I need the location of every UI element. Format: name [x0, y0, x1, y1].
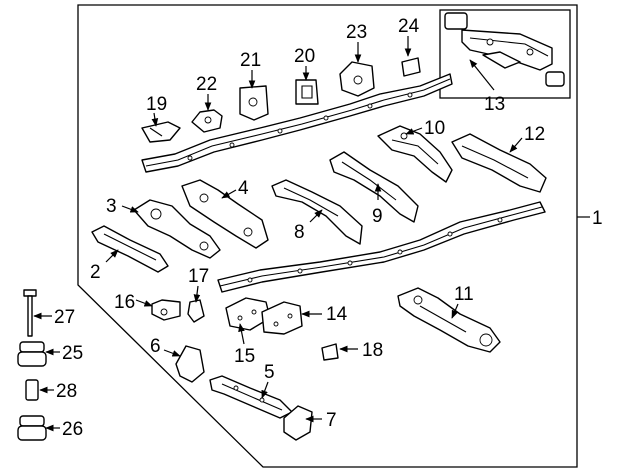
- callout-26: 26: [62, 419, 83, 440]
- leader-2: [105, 249, 119, 263]
- leader-8: [309, 209, 323, 223]
- leader-13: [469, 59, 495, 91]
- callout-24: 24: [398, 16, 420, 37]
- part-14-bracket[interactable]: [261, 301, 303, 335]
- part-3-crossmember[interactable]: [133, 199, 221, 259]
- part-9-crossmember[interactable]: [329, 151, 419, 223]
- callout-8: 8: [294, 222, 305, 243]
- callout-12: 12: [524, 124, 545, 145]
- callout-16: 16: [114, 292, 135, 313]
- part-17-bracket[interactable]: [187, 299, 205, 323]
- part-18-bracket[interactable]: [321, 343, 339, 361]
- part-8-crossmember[interactable]: [271, 179, 363, 245]
- callout-3: 3: [106, 196, 117, 217]
- part-6-bracket[interactable]: [175, 345, 205, 383]
- part-5-crossmember[interactable]: [209, 375, 293, 419]
- callout-19: 19: [146, 94, 167, 115]
- part-13-crossmember[interactable]: [444, 12, 565, 87]
- part-24-bracket[interactable]: [401, 57, 421, 77]
- leader-16: [135, 299, 153, 307]
- callout-14: 14: [326, 304, 348, 325]
- part-21-bracket[interactable]: [239, 85, 269, 121]
- leader-15: [238, 323, 245, 345]
- leader-19: [151, 112, 159, 127]
- callout-10: 10: [424, 118, 445, 139]
- part-7-bracket[interactable]: [283, 405, 313, 441]
- leader-5: [261, 381, 269, 399]
- part-16-bushing[interactable]: [151, 299, 181, 321]
- callout-9: 9: [372, 206, 383, 227]
- assembly-outline: [77, 4, 578, 468]
- callout-7: 7: [326, 410, 337, 431]
- leader-12: [509, 137, 523, 153]
- callout-27: 27: [54, 307, 75, 328]
- leader-6: [163, 349, 181, 357]
- callout-17: 17: [188, 266, 209, 287]
- part-4-crossmember[interactable]: [181, 179, 269, 249]
- callout-11: 11: [454, 284, 474, 305]
- part-23-mount[interactable]: [339, 61, 375, 97]
- part-28-spacer[interactable]: [25, 379, 39, 401]
- callout-15: 15: [234, 346, 255, 367]
- part-27-bolt[interactable]: [23, 289, 37, 337]
- callout-20: 20: [294, 46, 315, 67]
- part-19-bracket[interactable]: [141, 121, 181, 143]
- part-12-crossmember[interactable]: [451, 133, 547, 193]
- part-20-bracket[interactable]: [295, 79, 319, 105]
- callout-1: 1: [592, 208, 603, 229]
- callout-23: 23: [346, 22, 367, 43]
- callout-6: 6: [150, 336, 161, 357]
- callout-25: 25: [62, 343, 83, 364]
- callout-13: 13: [484, 94, 505, 115]
- part-22-bracket[interactable]: [191, 109, 223, 133]
- callout-28: 28: [56, 381, 77, 402]
- callout-5: 5: [264, 362, 275, 383]
- leader-4: [221, 189, 237, 199]
- leader-10: [405, 127, 423, 135]
- part-26-cushion[interactable]: [17, 415, 47, 441]
- leader-17: [193, 285, 201, 303]
- part-25-cushion[interactable]: [17, 341, 47, 367]
- callout-21: 21: [240, 50, 261, 71]
- frame-rail-lower[interactable]: [217, 201, 546, 293]
- callout-2: 2: [90, 262, 101, 283]
- leader-11: [451, 303, 459, 319]
- callout-22: 22: [196, 74, 217, 95]
- callout-4: 4: [238, 178, 249, 199]
- callout-18: 18: [362, 340, 383, 361]
- part-11-crossmember[interactable]: [397, 287, 501, 353]
- leader-3: [121, 205, 139, 213]
- frame-rail-upper[interactable]: [141, 73, 453, 173]
- part-2-crossmember[interactable]: [91, 225, 169, 273]
